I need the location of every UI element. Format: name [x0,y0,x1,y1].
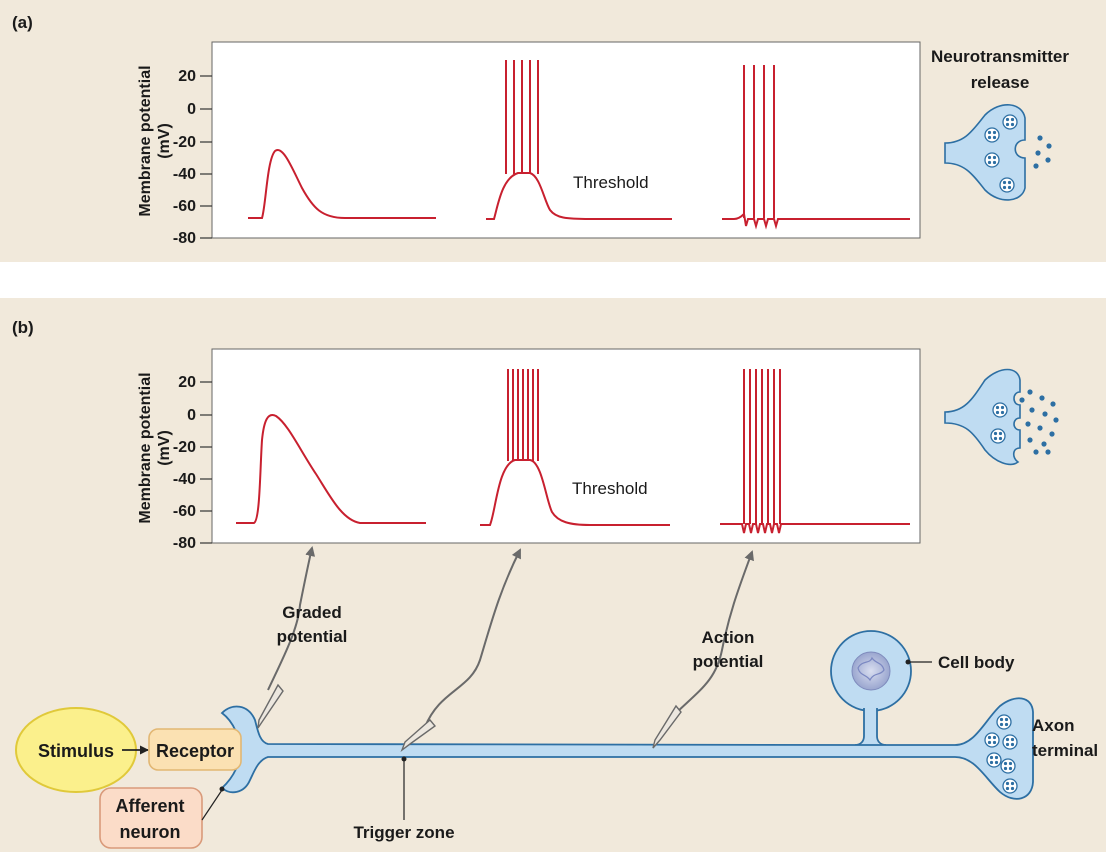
panel-a-y-label-line2: (mV) [156,123,173,159]
panel-a-y-axis-title: Membrane potential (mV) [137,65,173,216]
panel-a-y-tick: -80 [173,230,196,247]
panel-b-spike-burst-2 [743,369,781,524]
panel-b-y-tick: 20 [178,374,196,391]
panel-a-plot-frame [211,41,921,239]
panel-b-y-tick: -20 [173,439,196,456]
afferent-line1: Afferent [115,796,184,816]
panel-b-y-label-line2: (mV) [156,430,173,466]
panel-a-label: (a) [12,13,33,32]
receptor-label: Receptor [156,741,234,761]
recording-electrodes [257,683,682,752]
panel-a-spike-burst-2 [743,65,775,218]
axon-terminal-line1: Axon [1032,716,1075,735]
axon-terminal-line2: terminal [1032,741,1098,760]
neuron [220,630,1034,800]
action-potential-line2: potential [693,652,764,671]
recording-arrows [267,546,754,728]
panel-b-y-tick: -60 [173,503,196,520]
panel-b-summed-trace [480,459,670,526]
afferent-neuron-box [99,787,203,849]
panel-a-y-tick: 20 [178,68,196,85]
panel-a-threshold-label: Threshold [573,173,649,192]
electrode-trigger [400,718,437,752]
panel-a-graded-trace [248,149,436,219]
panel-b-threshold-label: Threshold [572,479,648,498]
electrode-action [652,704,682,749]
panel-a-summed-trace [486,172,672,220]
panel-b-y-label-line1: Membrane potential [137,372,154,523]
panel-a-y-label-line1: Membrane potential [137,65,154,216]
graded-recording-arrow [267,546,316,691]
stimulus-label: Stimulus [38,741,114,761]
panel-a-y-tick: -40 [173,166,196,183]
afferent-line2: neuron [120,822,181,842]
receptor-box [148,728,242,771]
panel-a-y-tick: -20 [173,134,196,151]
panel-b-spike-burst-1 [507,369,539,461]
panel-a-y-tick: -60 [173,198,196,215]
panel-b-traces [236,369,910,534]
axon [220,697,1034,800]
axon-terminal-vesicles [984,714,1018,794]
panel-a-y-tick: 0 [187,101,196,118]
panel-b-y-axis-title: Membrane potential (mV) [137,372,173,523]
panel-a-released-vesicles [1033,135,1052,169]
panel-a-y-ticks: 20 0 -20 -40 -60 -80 [173,68,212,247]
afferent-leader-line [201,789,223,821]
panel-a-traces [248,60,910,230]
panel-b-y-tick: -80 [173,535,196,552]
panel-b-y-tick: -40 [173,471,196,488]
panel-b-y-ticks: 20 0 -20 -40 -60 -80 [173,374,212,552]
trigger-zone-dot [401,756,407,762]
panel-b-label: (b) [12,318,34,337]
panel-a-spike-burst-1 [505,60,539,174]
panel-b-y-tick: 0 [187,407,196,424]
cell-body-label: Cell body [938,653,1015,672]
afferent-leader-dot [219,786,225,792]
panel-a-axon-terminal [944,104,1052,201]
trigger-recording-arrow [424,548,521,728]
graded-potential-line2: potential [277,627,348,646]
nucleus [851,651,891,691]
panel-b-released-vesicles [1019,389,1059,455]
panel-a-axon-trace [722,211,910,230]
graded-potential-line1: Graded [282,603,342,622]
cell-body-leader-dot [905,659,911,665]
panel-b-graded-trace [236,414,426,524]
panel-b-axon-terminal-release [944,368,1059,466]
electrode-graded [257,683,284,729]
panel-b-plot-frame [211,348,921,544]
trigger-zone-label: Trigger zone [353,823,454,842]
panel-a-release-line1: Neurotransmitter [931,47,1069,66]
action-potential-line1: Action [702,628,755,647]
panel-a-release-line2: release [971,73,1030,92]
action-recording-arrow [675,550,754,714]
